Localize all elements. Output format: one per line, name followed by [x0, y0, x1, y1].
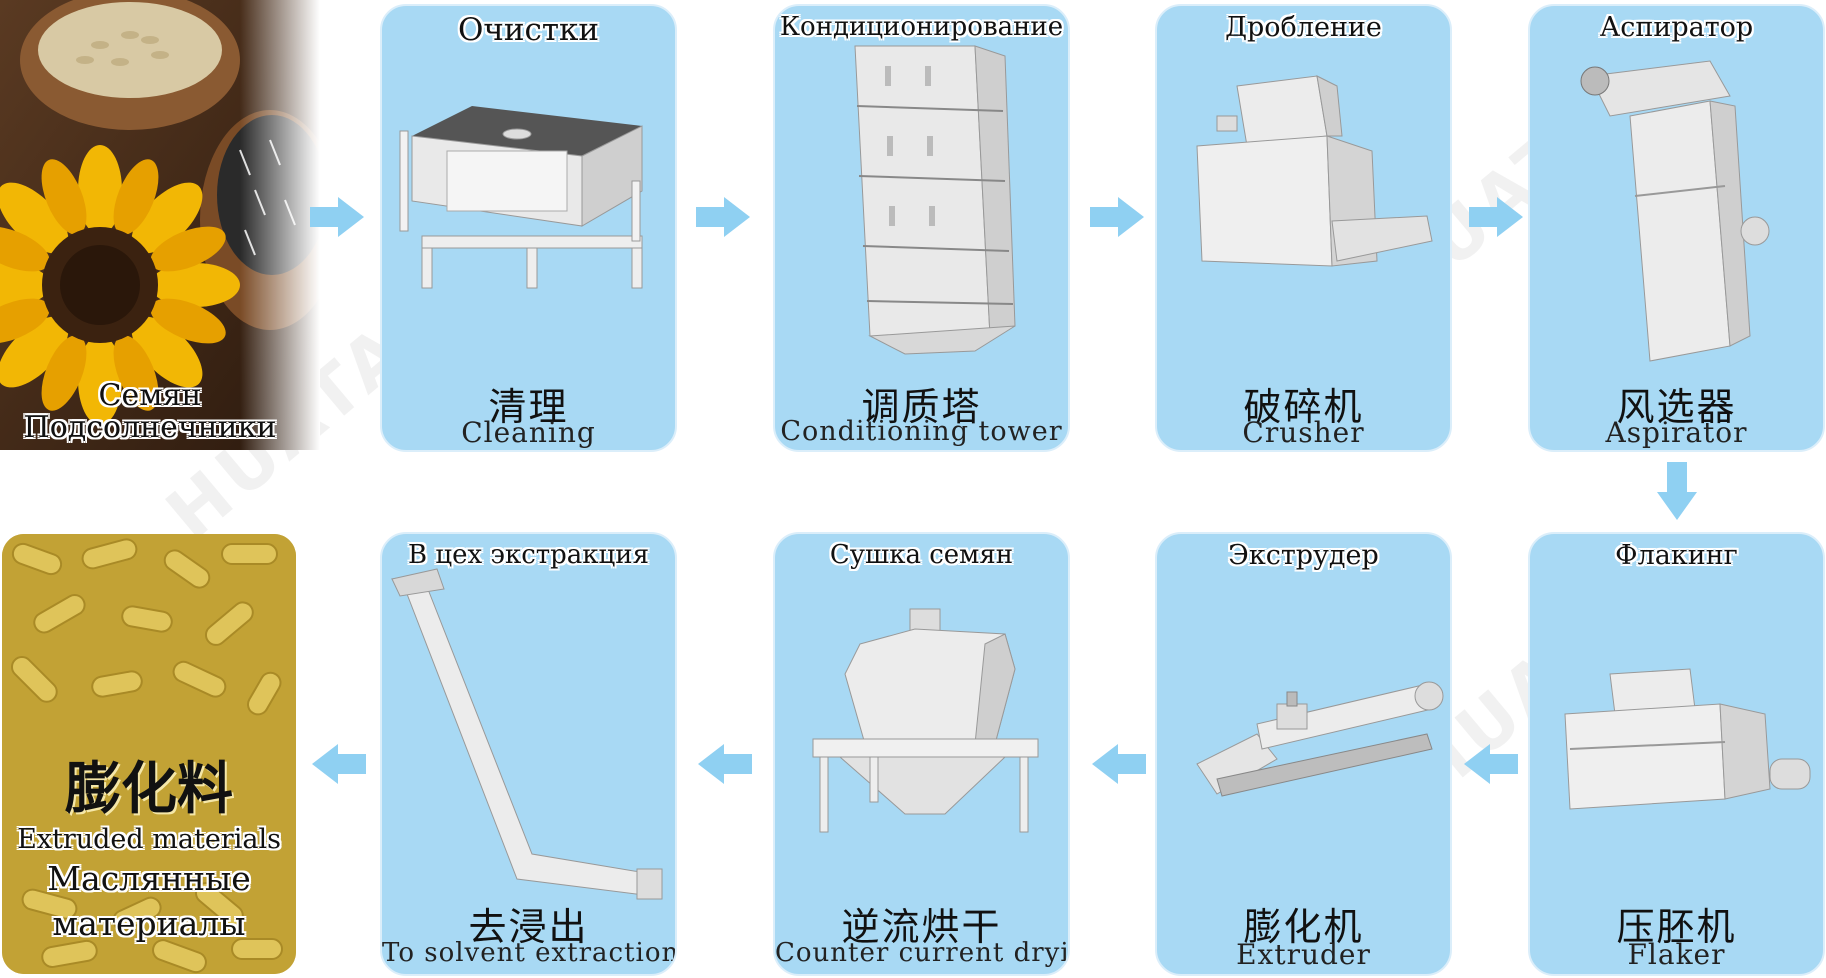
step-label-ru: Сушка семян	[829, 540, 1014, 570]
step-label-zh: 风选器	[1616, 385, 1737, 429]
conveyor-icon	[390, 568, 663, 900]
step-label-ru: Кондиционирование	[779, 12, 1064, 42]
extruder-icon	[1196, 681, 1444, 797]
end-label-ru-line2: материалы	[52, 904, 246, 943]
start-label-line1: Семян	[98, 378, 202, 413]
extruded-materials-photo: 膨化料 Extruded materials Маслянные материа…	[2, 534, 296, 974]
start-label-line2: Подсолнечники	[23, 410, 277, 445]
step-label-zh: 清理	[488, 385, 569, 429]
step-label-zh: 膨化机	[1243, 905, 1364, 949]
cleaning-machine-icon	[399, 106, 643, 289]
arrow-left-icon	[312, 744, 366, 784]
aspirator-icon	[1580, 60, 1770, 362]
step-label-ru: Очистки	[457, 12, 600, 48]
step-label-en: Counter current drying	[775, 938, 1070, 968]
step-label-en: Conditioning tower	[780, 416, 1063, 447]
dryer-icon	[812, 608, 1039, 833]
step-label-zh: 压胚机	[1616, 905, 1737, 949]
step-label-en: Flaker	[1627, 938, 1726, 971]
sunflower-illustration	[0, 0, 320, 450]
step-label-en: Aspirator	[1605, 416, 1748, 449]
step-label-zh: 逆流烘干	[841, 905, 1002, 949]
step-label-zh: 去浸出	[468, 905, 589, 949]
end-label-zh: 膨化料	[65, 757, 233, 822]
arrow-down-icon	[1657, 462, 1697, 520]
pellets-texture	[2, 534, 296, 974]
step-label-ru: Экструдер	[1228, 540, 1379, 571]
sunflower-seeds-photo: Семян Подсолнечники	[0, 0, 320, 450]
arrow-right-icon	[1090, 197, 1144, 237]
step-label-ru: Флакинг	[1615, 540, 1738, 571]
flaker-icon	[1564, 668, 1811, 810]
crusher-icon	[1196, 75, 1433, 267]
step-aspirator: Аспиратор 风选器 Aspirator	[1528, 4, 1825, 452]
step-to-solvent-extraction: В цех экстракция 去浸出 To solvent extracti…	[380, 532, 677, 976]
end-label-ru-line1: Маслянные	[47, 859, 251, 898]
step-label-en: Extruder	[1236, 938, 1371, 971]
step-counter-current-drying: Сушка семян 逆流烘干 Counter current drying	[773, 532, 1070, 976]
step-label-ru: В цех экстракция	[407, 540, 649, 570]
arrow-right-icon	[1469, 197, 1523, 237]
arrow-left-icon	[1092, 744, 1146, 784]
end-label-en: Extruded materials	[17, 824, 281, 855]
step-label-en: Crusher	[1242, 416, 1365, 449]
step-crusher: Дробление 破碎机 Crusher	[1155, 4, 1452, 452]
conditioning-tower-icon	[854, 45, 1016, 355]
step-label-zh: 破碎机	[1243, 385, 1364, 429]
arrow-right-icon	[310, 197, 364, 237]
step-flaker: Флакинг 压胚机 Flaker	[1528, 532, 1825, 976]
step-label-ru: Дробление	[1225, 12, 1382, 43]
step-extruder: Экструдер 膨化机 Extruder	[1155, 532, 1452, 976]
arrow-right-icon	[696, 197, 750, 237]
arrow-left-icon	[698, 744, 752, 784]
step-label-zh: 调质塔	[861, 385, 982, 429]
step-conditioning-tower: Кондиционирование 调质塔 Conditioning tower	[773, 4, 1070, 452]
step-label-ru: Аспиратор	[1599, 12, 1754, 43]
step-label-en: To solvent extraction	[382, 938, 677, 968]
arrow-left-icon	[1464, 744, 1518, 784]
step-label-en: Cleaning	[461, 416, 596, 449]
step-cleaning: Очистки 清理 Cleaning	[380, 4, 677, 452]
